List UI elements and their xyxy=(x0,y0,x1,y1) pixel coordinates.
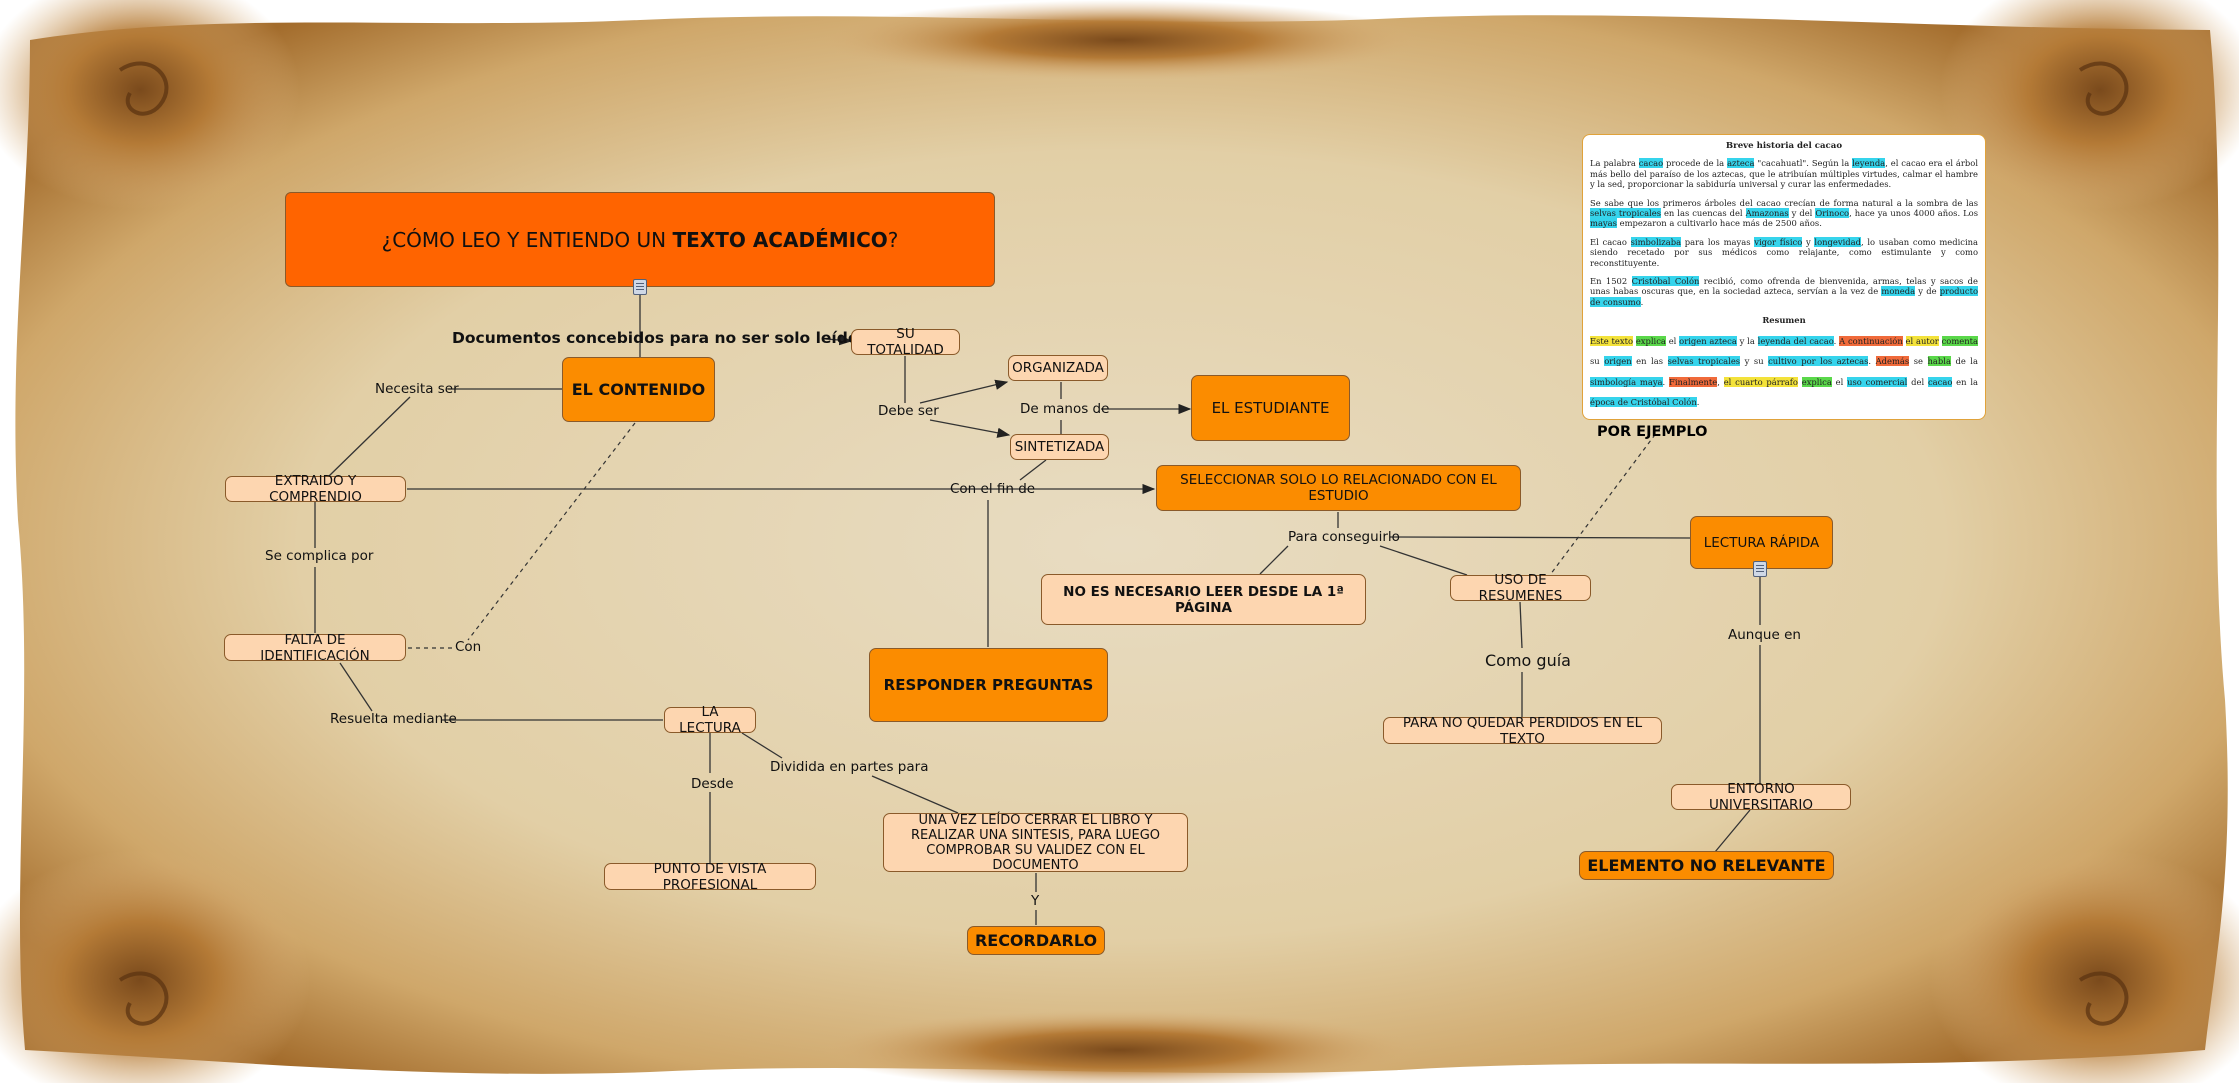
link-label-aunque-en: Aunque en xyxy=(1728,627,1801,643)
link-contenido-totalidad xyxy=(825,334,853,346)
link-documento-resumenes xyxy=(1549,427,1661,576)
node-cerrar-el-libro[interactable]: UNA VEZ LEÍDO CERRAR EL LIBRO Y REALIZAR… xyxy=(883,813,1188,873)
node-falta-de-identificacion[interactable]: FALTA DE IDENTIFICACIÓN xyxy=(224,632,406,664)
node-seleccionar[interactable]: SELECCIONAR SOLO LO RELACIONADO CON EL E… xyxy=(1156,465,1521,511)
document-paragraph-2: Se sabe que los primeros árboles del cac… xyxy=(1590,197,1979,229)
link-lectura-dividida xyxy=(741,732,783,759)
document-summary-title: Resumen xyxy=(1762,315,1806,326)
node-recordarlo[interactable]: RECORDARLO xyxy=(967,926,1105,955)
node-para-no-quedar-perdidos[interactable]: PARA NO QUEDAR PERDIDOS EN EL TEXTO xyxy=(1383,715,1662,747)
link-label-dividida: Dividida en partes para xyxy=(770,759,929,775)
link-label-por-ejemplo: POR EJEMPLO xyxy=(1597,424,1708,440)
document-summary: Este texto explica el origen azteca y la… xyxy=(1590,335,1979,408)
title-node[interactable]: ¿CÓMO LEO Y ENTIENDO UN TEXTO ACADÉMICO? xyxy=(285,192,995,287)
link-label-y: Y xyxy=(1031,893,1040,909)
link-label-desde: Desde xyxy=(691,776,734,792)
title-text: ¿CÓMO LEO Y ENTIENDO UN TEXTO ACADÉMICO? xyxy=(381,227,899,252)
link-label-necesita-ser: Necesita ser xyxy=(375,381,459,397)
document-icon[interactable] xyxy=(1753,561,1767,577)
node-responder-preguntas[interactable]: RESPONDER PREGUNTAS xyxy=(869,648,1108,722)
node-entorno-universitario[interactable]: ENTORNO UNIVERSITARIO xyxy=(1671,781,1851,813)
node-la-lectura[interactable]: LA LECTURA xyxy=(664,704,756,736)
link-falta-resuelta xyxy=(339,662,373,712)
document-icon[interactable] xyxy=(633,279,647,295)
link-label-resuelta-mediante: Resuelta mediante xyxy=(330,711,457,727)
link-label-documentos: Documentos concebidos para no ser solo l… xyxy=(452,329,868,347)
node-su-totalidad[interactable]: SU TOTALIDAD xyxy=(851,326,960,358)
link-label-de-manos-de: De manos de xyxy=(1020,401,1110,417)
link-label-se-complica-por: Se complica por xyxy=(265,548,374,564)
link-sintetizada-confin xyxy=(1019,459,1047,481)
link-para-lectura-rapida xyxy=(1389,536,1691,539)
document-paragraph-3: El cacao simbolizaba para los mayas vigo… xyxy=(1590,236,1979,268)
link-label-debe-ser: Debe ser xyxy=(878,403,939,419)
link-label-con: Con xyxy=(455,639,482,655)
link-dividida-cerrar xyxy=(871,775,959,814)
link-label-con-el-fin-de: Con el fin de xyxy=(950,481,1036,497)
node-uso-de-resumenes[interactable]: USO DE RESUMENES xyxy=(1450,572,1591,604)
link-debe-sintetizada xyxy=(929,419,1011,438)
node-no-es-necesario[interactable]: NO ES NECESARIO LEER DESDE LA 1ª PÁGINA xyxy=(1041,574,1366,625)
link-resumenes-guia xyxy=(1519,601,1523,649)
node-sintetizada[interactable]: SINTETIZADA xyxy=(1010,434,1109,460)
document-paragraph-1: La palabra cacao procede de la azteca "c… xyxy=(1590,158,1978,190)
node-lectura-rapida[interactable]: LECTURA RÁPIDA xyxy=(1690,516,1833,569)
node-punto-de-vista-profesional[interactable]: PUNTO DE VISTA PROFESIONAL xyxy=(604,861,816,893)
document-resource-panel[interactable]: Breve historia del cacao La palabra caca… xyxy=(1582,134,1986,420)
link-label-para-conseguirlo: Para conseguirlo xyxy=(1288,529,1400,545)
link-para-resumenes xyxy=(1379,545,1468,576)
link-entorno-norelevante xyxy=(1714,809,1751,853)
document-paragraph-4: En 1502 Cristóbal Colón recibió, como of… xyxy=(1590,276,1978,307)
link-label-como-guia: Como guía xyxy=(1485,651,1571,670)
link-contenido-con xyxy=(467,422,636,641)
node-extraido-y-comprendio[interactable]: EXTRAIDO Y COMPRENDIO xyxy=(225,473,406,505)
link-extraido-necesita xyxy=(327,396,411,478)
node-elemento-no-relevante[interactable]: ELEMENTO NO RELEVANTE xyxy=(1579,851,1834,880)
link-para-no-necesario xyxy=(1259,545,1289,575)
node-el-estudiante[interactable]: EL ESTUDIANTE xyxy=(1191,375,1350,441)
link-debe-organizada xyxy=(919,379,1009,404)
node-el-contenido[interactable]: EL CONTENIDO xyxy=(562,357,715,422)
document-title: Breve historia del cacao xyxy=(1725,141,1843,151)
node-organizada[interactable]: ORGANIZADA xyxy=(1008,355,1108,381)
